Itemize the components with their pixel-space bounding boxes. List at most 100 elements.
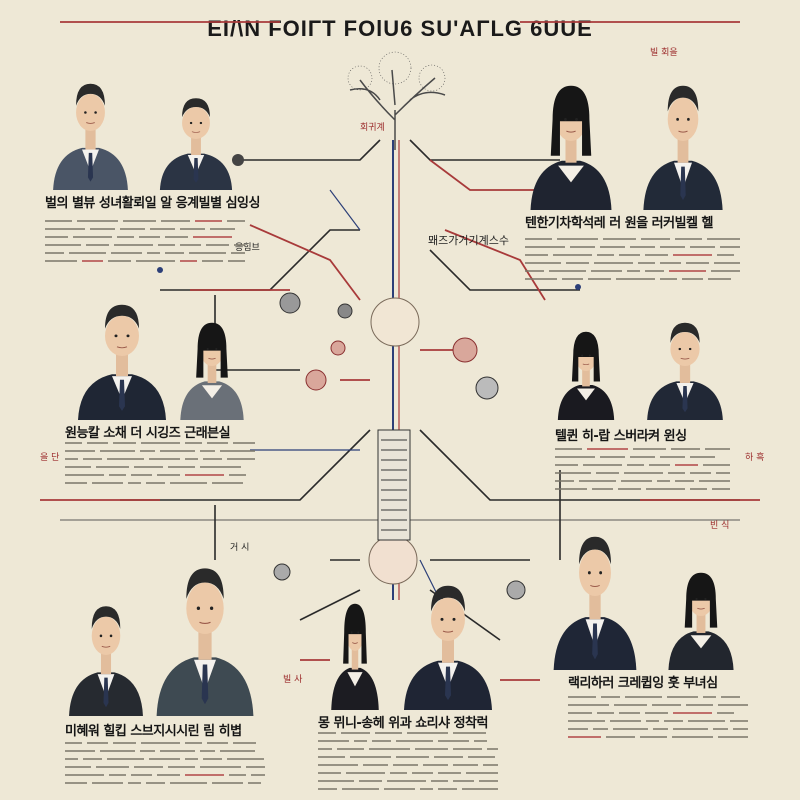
text-line (591, 270, 622, 272)
text-line (660, 262, 681, 264)
text-line (113, 442, 136, 444)
text-line (120, 228, 145, 230)
text-line (690, 472, 711, 474)
text-line (157, 774, 180, 776)
text-line (555, 456, 595, 458)
text-line (384, 788, 415, 790)
text-line (703, 696, 716, 698)
text-line (641, 238, 670, 240)
group-heading: 미혜워 힐킵 스브지시시린 림 히볍 (65, 724, 242, 739)
text-line (73, 236, 112, 238)
text-line (434, 756, 463, 758)
text-line (359, 780, 382, 782)
text-line (165, 236, 188, 238)
portrait (557, 331, 615, 420)
text-line (354, 740, 367, 742)
text-line (342, 788, 379, 790)
text-line (90, 228, 115, 230)
text-line (65, 774, 104, 776)
text-line (387, 780, 426, 782)
text-line (483, 764, 498, 766)
text-line (646, 488, 685, 490)
text-line (140, 750, 155, 752)
text-line (390, 772, 407, 774)
portrait (156, 568, 254, 716)
text-line (690, 488, 707, 490)
text-line (318, 732, 336, 734)
text-line (372, 740, 391, 742)
text-line (233, 442, 255, 444)
text-line (170, 482, 207, 484)
group-tag: 빈 식 (710, 521, 730, 531)
text-line (525, 238, 552, 240)
text-line (200, 450, 215, 452)
text-line (65, 782, 87, 784)
text-line (65, 766, 91, 768)
text-line (621, 480, 652, 482)
text-line (189, 252, 226, 254)
text-line (568, 720, 605, 722)
portrait (643, 85, 723, 210)
text-line (592, 488, 613, 490)
text-line (613, 728, 648, 730)
text-line (168, 766, 195, 768)
text-line (109, 474, 126, 476)
text-line (423, 764, 448, 766)
text-line (717, 712, 734, 714)
text-line (557, 238, 598, 240)
text-line (157, 474, 180, 476)
text-line (220, 450, 255, 452)
text-line (707, 238, 740, 240)
portrait (180, 322, 244, 420)
text-line (675, 480, 694, 482)
text-line (203, 458, 222, 460)
text-line (393, 764, 418, 766)
text-line (165, 252, 184, 254)
text-line (690, 246, 715, 248)
text-line (555, 448, 582, 450)
text-line (593, 728, 608, 730)
text-line (109, 774, 126, 776)
text-line (645, 270, 664, 272)
text-line (363, 764, 388, 766)
text-line (92, 482, 123, 484)
text-line (624, 472, 663, 474)
text-line (525, 262, 561, 264)
text-line (111, 252, 142, 254)
text-line (231, 252, 245, 254)
text-line (675, 464, 698, 466)
text-line (730, 720, 748, 722)
text-line (141, 742, 180, 744)
text-line (396, 756, 429, 758)
text-line (141, 442, 180, 444)
cylinder-node (377, 429, 411, 541)
text-line (688, 720, 725, 722)
text-line (45, 244, 81, 246)
text-line (158, 244, 175, 246)
text-line (672, 736, 713, 738)
text-line (123, 220, 156, 222)
text-line (180, 260, 197, 262)
text-line (131, 774, 152, 776)
text-line (318, 756, 345, 758)
group-tag: 거 시 (230, 543, 250, 553)
group-heading: 몽 뮈니-송헤 위과 쇼리샤 정착럭 (318, 716, 488, 731)
text-line (562, 278, 583, 280)
portrait (647, 322, 723, 420)
text-line (87, 742, 108, 744)
text-line (712, 488, 730, 490)
text-line (601, 696, 620, 698)
text-line (549, 270, 586, 272)
text-line (618, 488, 641, 490)
text-line (87, 442, 108, 444)
text-line (733, 728, 748, 730)
text-line (185, 742, 202, 744)
text-line (45, 228, 85, 230)
text-line (113, 742, 136, 744)
text-line (131, 474, 152, 476)
text-line (525, 246, 565, 248)
text-line (686, 704, 713, 706)
text-line (525, 278, 557, 280)
text-line (83, 758, 102, 760)
text-line (412, 772, 433, 774)
